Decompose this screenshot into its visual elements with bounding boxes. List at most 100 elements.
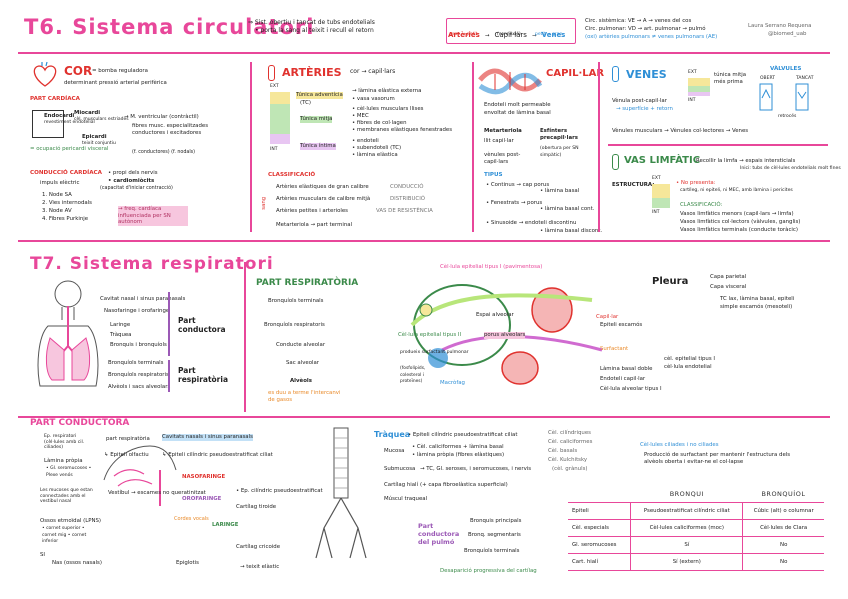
cond-ep: • Ep. cilíndric pseudoestratificat bbox=[236, 488, 323, 494]
flow-arrow-2: → bbox=[532, 33, 537, 39]
adv-tc: (TC) bbox=[300, 100, 311, 106]
alv-surf: Surfactant bbox=[600, 346, 629, 352]
traq-cell-3: Cèl. basals bbox=[548, 448, 578, 454]
miocardi-detail-1: → M. ventricular (contràctil) bbox=[124, 114, 199, 120]
traq-cell-2: Cèl. caliciformes bbox=[548, 439, 593, 445]
vein-adv-note: túnica mitja més prima bbox=[714, 72, 747, 85]
t7-divider bbox=[18, 240, 830, 242]
mitja-layer bbox=[270, 104, 290, 134]
pleura-p3: TC lax, làmina basal, epiteli bbox=[720, 296, 795, 302]
ocupacio-note: = ocupació pericardi visceral bbox=[30, 146, 109, 152]
cap-metarteriola: Metarteriola bbox=[484, 128, 522, 134]
table-cell: Cèl·lules de Clara bbox=[742, 519, 824, 537]
cond-title: PART CONDUCTORA bbox=[30, 418, 130, 428]
body-label-3: Laringe bbox=[110, 322, 131, 328]
heart-icon bbox=[33, 61, 57, 87]
cor-line-1: determinant pressió arterial perifèrica bbox=[64, 80, 167, 86]
cap-tipus-2: • Fenestrats → porus bbox=[486, 200, 543, 206]
intima-layer bbox=[270, 134, 290, 144]
cond-vest: Vestíbul → escames no queratinitzat bbox=[108, 490, 206, 496]
epicardi-label: Epicardi bbox=[82, 134, 107, 140]
circ-systemic: Circ. sistèmica: VE → A → venes del cos bbox=[585, 18, 692, 24]
cond-epi: Ep. respiratori (cèl·lules amb cil. cili… bbox=[44, 434, 85, 451]
cond-lar: LARINGE bbox=[212, 522, 239, 528]
alv-epi: Epiteli escamós bbox=[600, 322, 643, 328]
nasal-cavity-icon bbox=[103, 445, 177, 506]
pleura-p2: Capa visceral bbox=[710, 284, 747, 290]
table-cell: Cèl. especials bbox=[568, 519, 631, 537]
artery-ext: EXT bbox=[270, 84, 279, 89]
table-header-1: BRONQUI bbox=[630, 486, 743, 503]
alv-b2: Endoteli capil·lar bbox=[600, 376, 646, 382]
table-cell: Sí bbox=[630, 536, 743, 554]
miocardi-sub: cèl. musculars estriades bbox=[74, 117, 129, 122]
endocardi-sub: revestiment endotelial bbox=[44, 120, 95, 125]
art-class-2: Artèries musculars de calibre mitjà bbox=[276, 196, 371, 202]
mitja-detail-3: • fibres de col·lagen bbox=[352, 120, 407, 126]
limf-title: VAS LIMFÀTIC bbox=[624, 155, 701, 166]
cond-epig: Epiglotis bbox=[176, 560, 199, 566]
flow-capillaries-sub: (connexió) bbox=[497, 32, 521, 37]
author-name: Laura Serrano Requena bbox=[748, 23, 812, 29]
alv-capil: Capil·lar bbox=[596, 314, 619, 320]
part-cardiaca-heading: PART CARDÍACA bbox=[30, 96, 80, 102]
traq-desap: Desaparició progressiva del cartílag bbox=[440, 568, 537, 574]
cap-tipus-1b: • làmina basal bbox=[540, 188, 580, 194]
alv-porus: porus alveolars bbox=[484, 332, 526, 339]
traq-pc: Part conductora del pulmó bbox=[418, 522, 460, 546]
artery-int: INT bbox=[270, 147, 278, 152]
cap-tipus-2b: • làmina basal cont. bbox=[540, 206, 595, 212]
traq-l1: • Epiteli cilíndric pseudoestratificat c… bbox=[408, 432, 518, 438]
traq-cell-4: Cèl. Kulchitsky bbox=[548, 457, 588, 463]
alv-tipus-ii-sub2: (fosfolípids, colesterol i proteïnes) bbox=[400, 366, 426, 385]
flow-arrow-1: → bbox=[484, 33, 490, 39]
t6-definition-2: • porta la sang al teixit i recull el re… bbox=[255, 27, 374, 34]
alv-tipus-ii-sub: produeix surfactant pulmonar bbox=[400, 350, 469, 355]
cond-nas: Nas (ossos nasals) bbox=[52, 560, 102, 566]
sang-label: sang bbox=[261, 196, 268, 210]
body-label-7: Bronquíols respiratoris bbox=[108, 372, 169, 378]
intima-label: Túnica íntima bbox=[300, 143, 336, 150]
traq-muc1: • Cèl. caliciformes + làmina basal bbox=[412, 444, 504, 450]
cond-lamina-sub: • Gl. seromucoses • Plexe venós bbox=[46, 466, 92, 478]
traq-cart: Cartílag hialí bbox=[384, 482, 419, 488]
traq-cart1: (+ capa fibroelàstica superficial) bbox=[420, 482, 508, 488]
table-cell: Epiteli bbox=[568, 502, 631, 520]
body-label-8: Alvèols i sacs alveolars bbox=[108, 384, 171, 390]
impuls-label: impuls elèctric bbox=[40, 180, 80, 186]
art-class-1: Artèries elàstiques de gran calibre bbox=[276, 184, 369, 190]
capillary-bed-icon bbox=[478, 68, 543, 95]
freq-note: → freq. cardíaca influenciada per SN aut… bbox=[118, 206, 188, 226]
flow-capillaries: Capil·lars bbox=[494, 31, 527, 39]
cond-propi: • propi dels nervis bbox=[108, 170, 158, 176]
divider-cor bbox=[250, 62, 252, 232]
ven-line-2: → superfície + retorn bbox=[616, 106, 673, 112]
limf-no-sub: cartíleg, ni epiteli, ni MEC, amb làmina… bbox=[680, 188, 793, 193]
part-conductora-label: Part conductora bbox=[178, 316, 226, 334]
traq-muc: Mucosa bbox=[384, 448, 405, 454]
circ-pulmonary: Circ. pulmonar: VD → art. pulmonar → pul… bbox=[585, 26, 706, 32]
mitja-label: Túnica mitja bbox=[300, 116, 333, 123]
resp-step-2: Bronquíols respiratoris bbox=[264, 322, 325, 328]
cond-lamina: Làmina pròpia bbox=[44, 458, 83, 464]
traq-sub1: → TC, Gl. seroses, i seromucoses, i nerv… bbox=[420, 466, 532, 472]
int-detail-1: • endoteli bbox=[352, 138, 379, 144]
t6-divider bbox=[18, 52, 830, 54]
limf-no: • No presenta: bbox=[676, 180, 716, 186]
valve-open: OBERT bbox=[760, 76, 776, 81]
alveolus-diagram-icon bbox=[410, 284, 603, 385]
wall-diagram bbox=[32, 110, 64, 138]
limf-class-3: Vasos limfàtics terminals (conducte torà… bbox=[680, 227, 798, 233]
limf-subtitle: Recollir la limfa → espais intersticials bbox=[696, 158, 796, 164]
art-classificacio: CLASSIFICACIÓ bbox=[268, 172, 316, 178]
traq-muc2: • làmina pròpia (fibres elàstiques) bbox=[412, 452, 505, 458]
limf-class-2: Vasos limfàtics col·lectors (vàlvules, g… bbox=[680, 219, 801, 225]
body-label-4: Tràquea bbox=[110, 332, 132, 338]
vein-intima-layer bbox=[688, 92, 710, 96]
cap-tipus-1: • Continus → cap porus bbox=[486, 182, 550, 188]
table-cell: Sí (extern) bbox=[630, 553, 743, 571]
vein-mitja-layer bbox=[688, 86, 710, 92]
alv-b1b: cèl. epitelial tipus I bbox=[664, 356, 715, 362]
art-class-2b: DISTRIBUCIÓ bbox=[390, 196, 426, 202]
traq-b1: Bronquis principals bbox=[470, 518, 522, 524]
